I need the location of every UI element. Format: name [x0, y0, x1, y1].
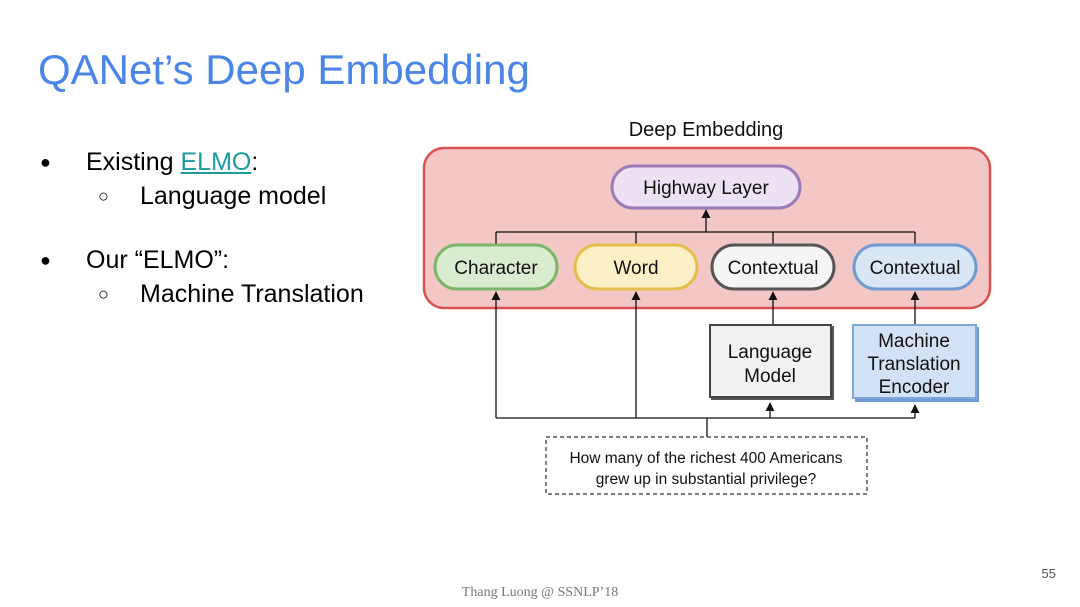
mt-encoder-box — [852, 324, 977, 399]
language-model-box — [709, 324, 832, 398]
input-sentence-line2: grew up in substantial privilege? — [596, 471, 817, 488]
bullet-text-suffix: : — [251, 148, 259, 176]
word-embedding-label: Word — [613, 258, 658, 279]
bullet-text-prefix: Existing — [86, 148, 181, 176]
bullet-ring-icon: ○ — [98, 186, 109, 206]
slide-number: 55 — [1041, 566, 1056, 581]
sub-bullet-text: Language model — [140, 182, 327, 210]
language-model-label-line1: Language — [728, 342, 813, 363]
input-sentence-box — [545, 436, 868, 495]
bullet-text: Our “ELMO”: — [86, 246, 230, 274]
deep-embedding-label: Deep Embedding — [629, 119, 784, 141]
word-embedding-node — [573, 243, 699, 291]
mt-encoder-label-line1: Machine — [878, 331, 950, 352]
sub-bullet-language-model: ○ Language model — [40, 179, 410, 213]
language-model-label-line2: Model — [744, 366, 796, 387]
mt-encoder-label-line3: Encoder — [879, 377, 950, 398]
input-sentence-line1: How many of the richest 400 Americans — [569, 450, 842, 467]
bullet-our-elmo: ● Our “ELMO”: — [40, 243, 410, 277]
embedding-container — [422, 146, 992, 310]
sub-bullet-text: Machine Translation — [140, 280, 364, 308]
mt-encoder-label-line2: Translation — [867, 354, 960, 375]
highway-layer-node — [610, 164, 802, 210]
contextual-mt-embedding-label: Contextual — [870, 258, 961, 279]
slide-footer: Thang Luong @ SSNLP’18 — [461, 585, 619, 600]
sub-bullet-machine-translation: ○ Machine Translation — [40, 277, 410, 311]
character-embedding-label: Character — [454, 258, 538, 279]
contextual-lm-embedding-node — [710, 243, 836, 291]
contextual-mt-embedding-node — [852, 243, 978, 291]
bullet-dot-icon: ● — [40, 250, 51, 270]
bullet-list: ● Existing ELMO: ○ Language model ● Our … — [40, 145, 410, 311]
slide-title: QANet’s Deep Embedding — [38, 46, 530, 93]
elmo-link[interactable]: ELMO — [180, 148, 252, 176]
bullet-existing-elmo: ● Existing ELMO: — [40, 145, 410, 179]
contextual-lm-embedding-label: Contextual — [728, 258, 819, 279]
character-embedding-node — [433, 243, 559, 291]
bullet-ring-icon: ○ — [98, 284, 109, 304]
bullet-dot-icon: ● — [40, 152, 51, 172]
highway-layer-label: Highway Layer — [643, 178, 769, 199]
